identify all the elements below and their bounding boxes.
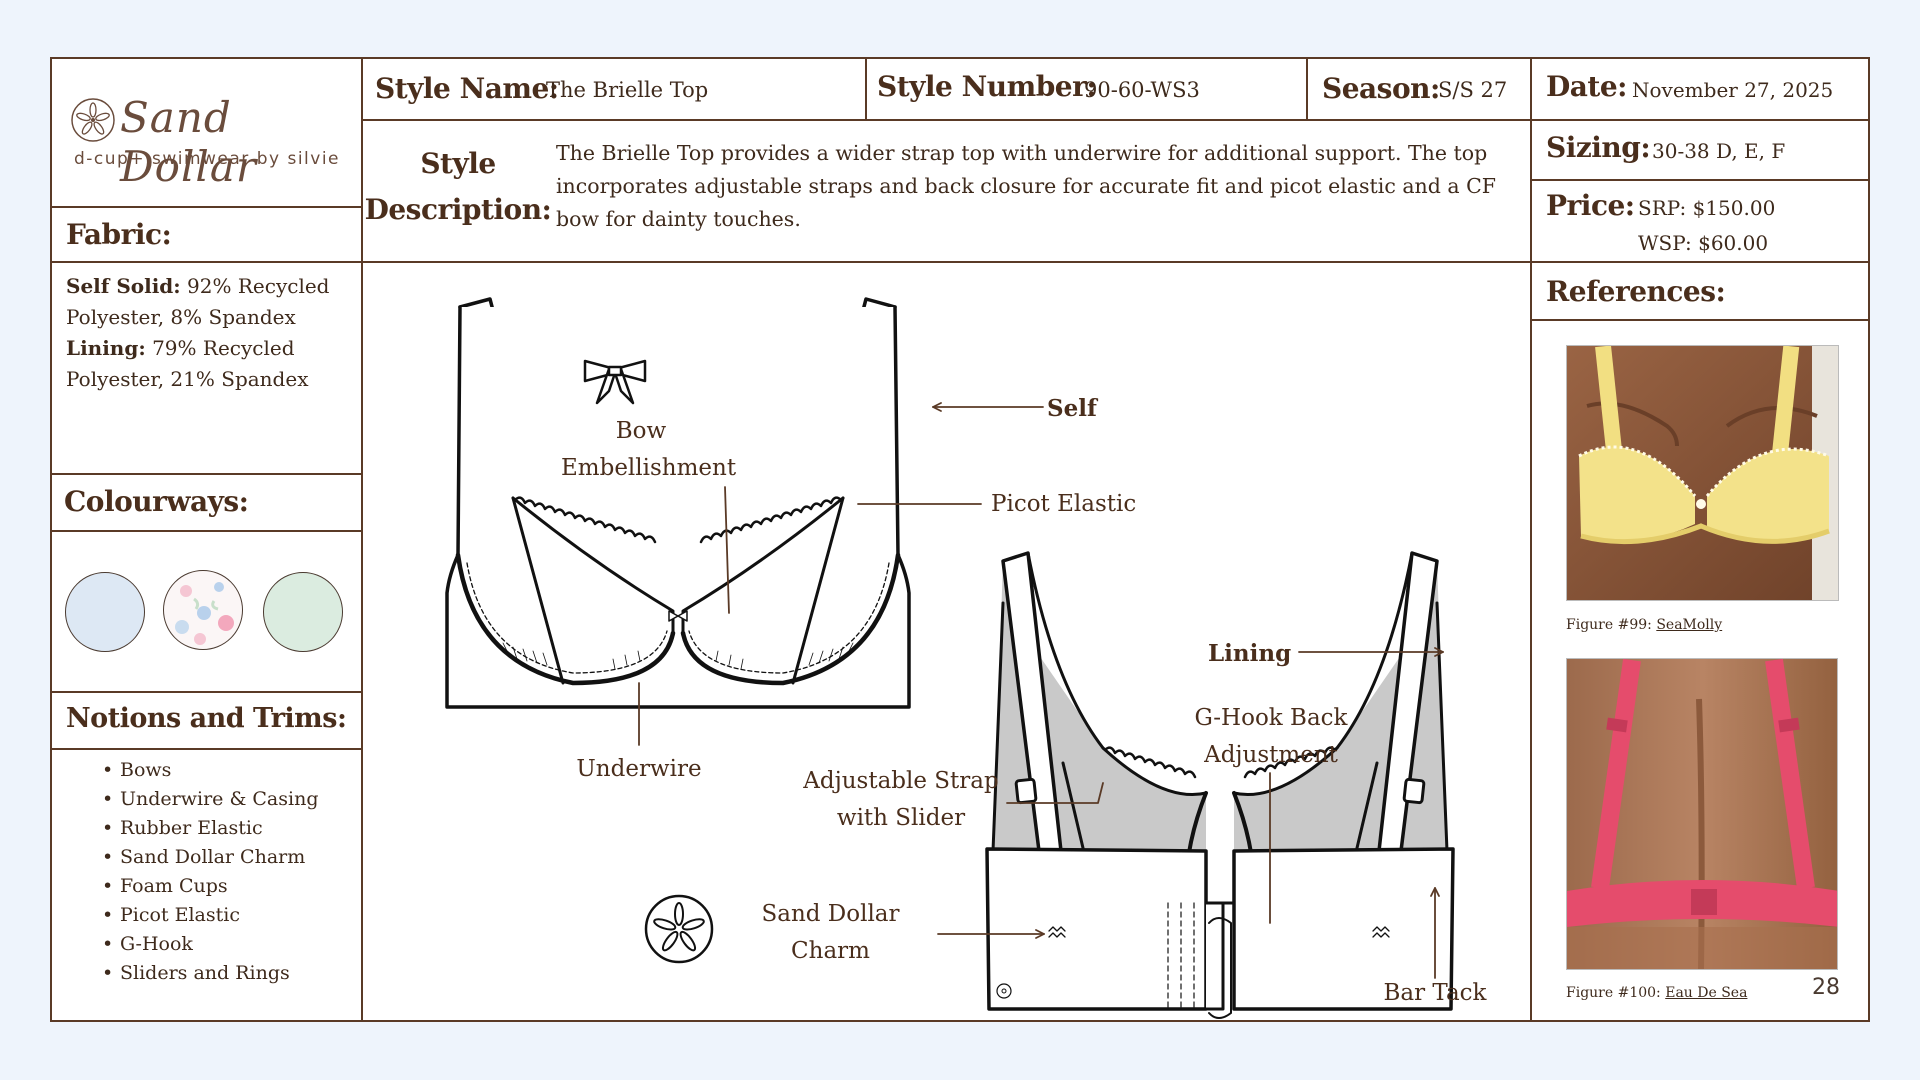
price-wsp: WSP: $60.00: [1638, 231, 1769, 255]
self-solid-label: Self Solid:: [66, 274, 181, 298]
price-label: Price:: [1546, 189, 1635, 222]
season-label: Season:: [1322, 72, 1440, 105]
callout-picot-elastic: Picot Elastic: [991, 491, 1137, 517]
sand-dollar-logo-icon: [71, 98, 115, 142]
list-item: Bows: [88, 756, 319, 785]
notions-heading: Notions and Trims:: [66, 703, 347, 734]
swatch-light-blue[interactable]: [65, 572, 145, 652]
list-item: Underwire & Casing: [88, 785, 319, 814]
sizing-cell: Sizing: 30-38 D, E, F: [1532, 121, 1870, 181]
reference-caption-1-text: Figure #99:: [1566, 617, 1657, 633]
sizing-value: 30-38 D, E, F: [1652, 139, 1786, 163]
style-number-label: Style Number:: [877, 70, 1097, 103]
price-cell: Price: SRP: $150.00 WSP: $60.00: [1532, 181, 1870, 263]
page-number: 28: [1812, 975, 1840, 1000]
callout-ghook-line2: Adjustment: [1204, 742, 1338, 768]
price-srp: SRP: $150.00: [1638, 196, 1776, 220]
references-heading: References:: [1546, 275, 1726, 308]
callout-ghook: G-Hook Back Adjustment: [1181, 700, 1361, 774]
list-item: Sliders and Rings: [88, 959, 319, 988]
date-label: Date:: [1546, 70, 1628, 103]
swatch-floral[interactable]: [163, 570, 243, 650]
reference-caption-1: Figure #99: SeaMolly: [1566, 617, 1722, 633]
callout-bow-embellishment: Bow Embellishment: [561, 418, 737, 481]
reference-link-1[interactable]: SeaMolly: [1656, 617, 1723, 633]
callout-adjustable-strap: Adjustable Strap with Slider: [796, 763, 1006, 837]
list-item: Sand Dollar Charm: [88, 843, 319, 872]
self-solid-text: 92% Recycled Polyester, 8% Spandex: [66, 274, 330, 329]
callout-underwire: Underwire: [576, 756, 702, 782]
callout-strap-line2: with Slider: [836, 805, 966, 831]
brand-tagline: d-cup+ swimwear by silvie: [74, 149, 341, 169]
reference-caption-2-text: Figure #100:: [1566, 985, 1666, 1001]
yellow-bikini-photo-icon: [1567, 346, 1838, 600]
red-bikini-back-photo-icon: [1567, 659, 1837, 969]
fabric-content: Self Solid: 92% Recycled Polyester, 8% S…: [66, 271, 351, 395]
season-value: S/S 27: [1438, 78, 1508, 102]
list-item: Foam Cups: [88, 872, 319, 901]
style-name-value: The Brielle Top: [546, 78, 709, 102]
callout-sand-dollar-charm: Sand Dollar Charm: [723, 896, 938, 970]
colourways-heading: Colourways:: [64, 485, 249, 518]
colourways-heading-cell: Colourways:: [52, 475, 363, 532]
references-heading-cell: References:: [1532, 263, 1870, 321]
list-item: Picot Elastic: [88, 901, 319, 930]
lining-label: Lining:: [66, 336, 146, 360]
style-name-label: Style Name:: [375, 72, 559, 105]
description-label-line2: Description:: [364, 193, 552, 226]
sizing-label: Sizing:: [1546, 131, 1651, 164]
fabric-heading-cell: Fabric:: [52, 208, 363, 263]
technical-flats-icon: [445, 297, 1455, 1019]
reference-image-2[interactable]: [1566, 658, 1838, 970]
swatch-mint[interactable]: [263, 572, 343, 652]
references-content-cell: Figure #99: SeaMolly: [1532, 321, 1870, 1022]
reference-link-2[interactable]: Eau De Sea: [1665, 985, 1748, 1001]
style-name-cell: Style Name: The Brielle Top: [363, 59, 867, 121]
fabric-heading: Fabric:: [66, 218, 172, 251]
notions-list: Bows Underwire & Casing Rubber Elastic S…: [88, 756, 319, 988]
brand-name: Sand Dollar: [120, 93, 257, 191]
flat-sketch-area: Bow Embellishment Self Picot Elastic Und…: [363, 263, 1532, 1022]
tech-pack-sheet: Sand Dollar d-cup+ swimwear by silvie Fa…: [50, 57, 1870, 1022]
callout-charm-line2: Charm: [791, 938, 870, 964]
description-label-line1: Style: [420, 147, 496, 180]
colourways-swatches-cell: [52, 532, 363, 693]
callout-ghook-line1: G-Hook Back: [1194, 705, 1348, 731]
date-cell: Date: November 27, 2025: [1532, 59, 1870, 121]
list-item: G-Hook: [88, 930, 319, 959]
reference-caption-2: Figure #100: Eau De Sea: [1566, 985, 1747, 1001]
callout-lining: Lining: [1208, 640, 1292, 667]
notions-list-cell: Bows Underwire & Casing Rubber Elastic S…: [52, 750, 363, 1022]
style-number-cell: Style Number: 90-60-WS3: [867, 59, 1308, 121]
notions-heading-cell: Notions and Trims:: [52, 693, 363, 750]
season-cell: Season: S/S 27: [1308, 59, 1532, 121]
callout-charm-line1: Sand Dollar: [761, 901, 900, 927]
logo-cell: Sand Dollar d-cup+ swimwear by silvie: [52, 59, 363, 208]
list-item: Rubber Elastic: [88, 814, 319, 843]
callout-self: Self: [1047, 395, 1097, 422]
description-label: Style Description:: [363, 141, 553, 233]
description-cell: Style Description: The Brielle Top provi…: [363, 121, 1532, 263]
lining-text: 79% Recycled Polyester, 21% Spandex: [66, 336, 309, 391]
callout-bar-tack: Bar Tack: [1383, 980, 1487, 1006]
style-number-value: 90-60-WS3: [1084, 78, 1200, 102]
floral-print-icon: [175, 582, 234, 645]
fabric-content-cell: Self Solid: 92% Recycled Polyester, 8% S…: [52, 263, 363, 475]
callout-strap-line1: Adjustable Strap: [803, 768, 999, 794]
description-text: The Brielle Top provides a wider strap t…: [556, 141, 1497, 231]
date-value: November 27, 2025: [1632, 78, 1834, 102]
reference-image-1[interactable]: [1566, 345, 1839, 601]
